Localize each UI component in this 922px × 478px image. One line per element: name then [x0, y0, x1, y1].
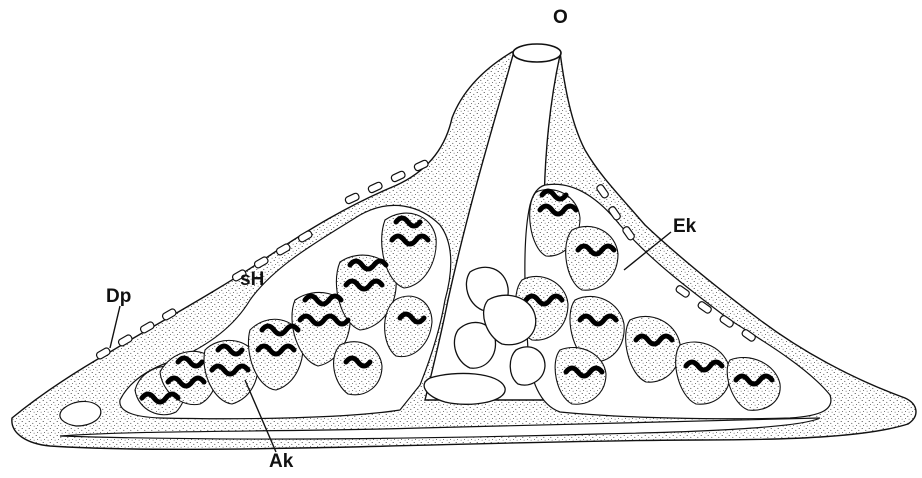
label-ak: Ak — [269, 452, 293, 471]
label-o: O — [553, 8, 568, 27]
label-ek: Ek — [673, 217, 696, 236]
label-sh: sH — [240, 270, 264, 289]
duct-opening — [513, 44, 561, 62]
label-dp: Dp — [106, 287, 131, 306]
